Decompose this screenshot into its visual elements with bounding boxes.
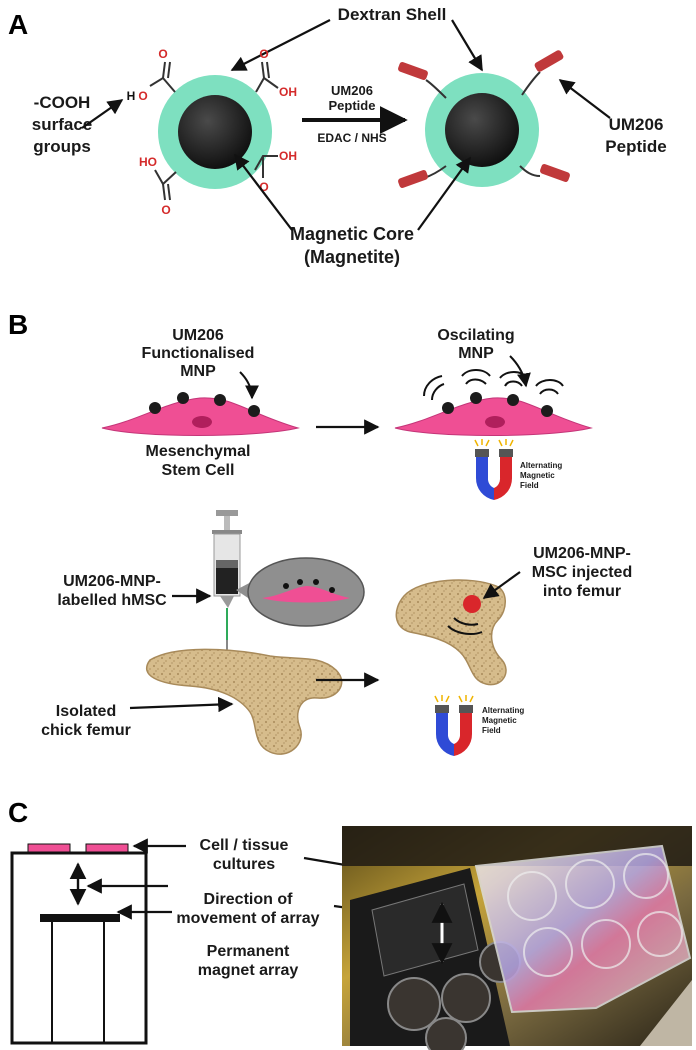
peptide-label-line2: Peptide bbox=[605, 137, 666, 156]
core-label-line1: Magnetic Core bbox=[290, 224, 414, 244]
atom-oh-1: OH bbox=[279, 85, 297, 99]
field-bottom-line1: Alternating bbox=[482, 706, 524, 715]
mnp-label-line3: MNP bbox=[180, 363, 216, 380]
femur-label-line1: Isolated bbox=[56, 703, 116, 720]
atom-o-2: O bbox=[138, 89, 147, 103]
cooh-arrow bbox=[81, 99, 124, 129]
femur-label-line2: chick femur bbox=[41, 722, 131, 739]
injection-site bbox=[463, 595, 481, 613]
atom-o-4: O bbox=[161, 203, 170, 217]
panel-label-c: C bbox=[8, 797, 28, 828]
cultures-label-line1: Cell / tissue bbox=[200, 837, 289, 854]
core-arrow-right bbox=[417, 156, 471, 231]
reaction-label-line1: UM206 bbox=[331, 83, 373, 98]
peptide-arrow bbox=[558, 79, 611, 119]
femur-arrow bbox=[129, 696, 234, 713]
field-top-line2: Magnetic bbox=[520, 471, 555, 480]
magnet-label-line1: Permanent bbox=[207, 943, 290, 960]
syringe bbox=[212, 510, 242, 660]
peptide-label-line1: UM206 bbox=[609, 115, 664, 134]
atom-o-3: O bbox=[259, 47, 268, 61]
stem-cell-right bbox=[394, 369, 593, 436]
cell-label-line1: Mesenchymal bbox=[146, 443, 251, 460]
magnet-top bbox=[474, 439, 514, 500]
field-top-line3: Field bbox=[520, 481, 539, 490]
femur-right bbox=[395, 579, 507, 686]
magnet-bottom bbox=[434, 695, 474, 756]
cooh-label-line3: groups bbox=[33, 137, 91, 156]
injected-label-line2: MSC injected bbox=[532, 564, 632, 581]
femur-left bbox=[146, 648, 343, 755]
osc-arrow bbox=[509, 355, 531, 388]
magnetic-core-right bbox=[445, 93, 519, 167]
cooh-label-line1: -COOH bbox=[34, 93, 91, 112]
mnp-label-line2: Functionalised bbox=[142, 345, 255, 362]
device-photo bbox=[342, 826, 692, 1050]
mnp-arrow bbox=[239, 371, 259, 400]
atom-h-1: H bbox=[127, 89, 136, 103]
dextran-arrow-right bbox=[451, 19, 483, 72]
field-bottom-line2: Magnetic bbox=[482, 716, 517, 725]
injected-label-line3: into femur bbox=[543, 583, 621, 600]
injected-arrow bbox=[482, 571, 521, 599]
field-bottom-line3: Field bbox=[482, 726, 501, 735]
nanoparticle-peptide bbox=[398, 50, 570, 188]
panel-label-b: B bbox=[8, 309, 28, 340]
cultures-label-line2: cultures bbox=[213, 856, 275, 873]
reaction-label-line2: Peptide bbox=[329, 98, 376, 113]
labelled-label-line2: labelled hMSC bbox=[57, 592, 167, 609]
cooh-label-line2: surface bbox=[32, 115, 92, 134]
syringe-zoom-bubble bbox=[236, 557, 365, 627]
magnetic-core bbox=[178, 95, 252, 169]
injected-label-line1: UM206-MNP- bbox=[533, 545, 631, 562]
core-label-line2: (Magnetite) bbox=[304, 247, 400, 267]
atom-o-1: O bbox=[158, 47, 167, 61]
osc-label-line2: MNP bbox=[458, 345, 494, 362]
nanoparticle-cooh: O O H O OH HO O OH O bbox=[127, 47, 297, 217]
labelled-label-line1: UM206-MNP- bbox=[63, 573, 161, 590]
magnet-array bbox=[40, 914, 120, 922]
atom-o-5: O bbox=[259, 180, 268, 194]
cell-label-line2: Stem Cell bbox=[162, 462, 235, 479]
dextran-shell-label: Dextran Shell bbox=[338, 5, 447, 24]
atom-oh-2: OH bbox=[279, 149, 297, 163]
panel-label-a: A bbox=[8, 9, 28, 40]
direction-label-line1: Direction of bbox=[204, 891, 294, 908]
device-schematic bbox=[10, 843, 148, 1045]
mnp-label-line1: UM206 bbox=[172, 327, 224, 344]
reaction-reagents: EDAC / NHS bbox=[317, 131, 386, 145]
direction-label-line2: movement of array bbox=[176, 910, 319, 927]
magnet-label-line2: magnet array bbox=[198, 962, 299, 979]
atom-ho-1: HO bbox=[139, 155, 157, 169]
oscillation-lines bbox=[447, 617, 483, 635]
field-top-line1: Alternating bbox=[520, 461, 562, 470]
stem-cell-left bbox=[101, 392, 300, 436]
core-arrow-left bbox=[234, 153, 293, 231]
dextran-arrow-left bbox=[230, 19, 331, 71]
osc-label-line1: Oscilating bbox=[437, 327, 514, 344]
